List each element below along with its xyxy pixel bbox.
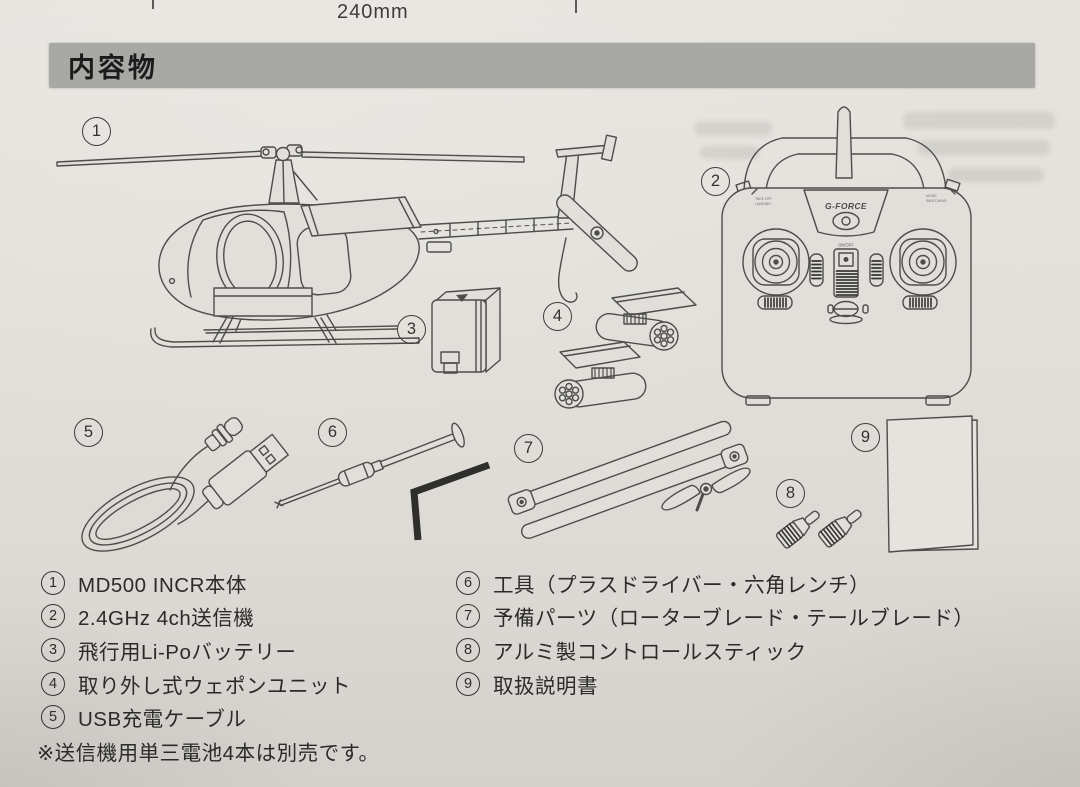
transmitter-illustration: G-FORCE TAKE OFF LANDING MODE SWITCHING: [721, 106, 972, 406]
weapon-units-illustration: [554, 287, 697, 409]
item-number-badge: 3: [41, 637, 65, 662]
transmitter-left-corner-label: LANDING: [755, 202, 771, 206]
spare-parts-illustration: [507, 420, 751, 539]
diagram-number-8: 8: [776, 479, 805, 508]
control-sticks-illustration: [775, 509, 862, 549]
tail-blade: [661, 467, 751, 512]
batteries-sold-separately-note: ※送信機用単三電池4本は別売です。: [37, 742, 380, 765]
item-number-badge: 1: [41, 570, 65, 595]
transmitter-right-corner-label: MODE: [926, 194, 937, 198]
transmitter-right-stick: [889, 228, 957, 296]
print-bleedthrough: [903, 112, 1055, 129]
transmitter-brand-label: G-FORCE: [825, 201, 867, 211]
item-number-badge: 7: [456, 604, 480, 629]
diagram-number-2: 2: [701, 167, 730, 196]
item-label: 2.4GHz 4ch送信機: [78, 607, 255, 631]
diagram-number-4: 4: [543, 302, 572, 331]
diagram-number-5: 5: [74, 418, 103, 447]
hex-wrench: [410, 461, 491, 541]
list-item: 9 取扱説明書: [456, 667, 974, 701]
item-number-badge: 4: [41, 671, 65, 696]
list-item: 2 2.4GHz 4ch送信機: [41, 600, 351, 634]
section-title: 内容物: [68, 53, 158, 83]
dimension-tick-right: [575, 0, 577, 13]
item-label: MD500 INCR本体: [78, 573, 247, 597]
item-label: 予備パーツ（ローターブレード・テールブレード）: [493, 607, 975, 631]
section-header-band: 内容物: [49, 43, 1035, 88]
item-label: 飛行用Li-Poバッテリー: [78, 640, 297, 664]
manual-booklet-illustration: [886, 415, 979, 553]
transmitter-right-corner-label: SWITCHING: [926, 199, 947, 203]
list-item: 7 予備パーツ（ローターブレード・テールブレード）: [456, 600, 974, 634]
contents-list-right: 6 工具（プラスドライバー・六角レンチ） 7 予備パーツ（ローターブレード・テー…: [456, 566, 974, 700]
diagram-number-1: 1: [82, 117, 111, 146]
transmitter-left-corner-label: TAKE OFF: [755, 197, 773, 201]
print-bleedthrough: [948, 168, 1044, 182]
list-item: 3 飛行用Li-Poバッテリー: [41, 633, 351, 667]
item-number-badge: 9: [456, 671, 480, 696]
item-number-badge: 2: [41, 604, 65, 629]
diagram-number-9: 9: [851, 423, 880, 452]
diagram-number-7: 7: [514, 434, 543, 463]
dimension-label: 240mm: [337, 1, 409, 23]
list-item: 5 USB充電ケーブル: [41, 700, 351, 734]
print-bleedthrough: [918, 140, 1050, 155]
diagram-number-6: 6: [318, 418, 347, 447]
item-label: 取扱説明書: [493, 674, 598, 698]
diagram-number-3: 3: [397, 315, 426, 344]
battery-illustration: [431, 287, 501, 374]
item-label: 取り外し式ウェポンユニット: [78, 674, 351, 698]
list-item: 4 取り外し式ウェポンユニット: [41, 667, 351, 701]
tools-illustration: [274, 422, 491, 541]
helicopter-illustration: [56, 134, 638, 348]
usb-cable-illustration: [81, 417, 289, 552]
dimension-tick-left: [152, 0, 154, 9]
contents-list-left: 1 MD500 INCR本体 2 2.4GHz 4ch送信機 3 飛行用Li-P…: [41, 566, 351, 734]
item-label: 工具（プラスドライバー・六角レンチ）: [493, 573, 871, 597]
item-number-badge: 5: [41, 705, 65, 730]
print-bleedthrough: [694, 121, 772, 136]
item-number-badge: 8: [456, 637, 480, 662]
print-bleedthrough: [700, 146, 760, 159]
transmitter-left-stick: [742, 228, 810, 296]
list-item: 1 MD500 INCR本体: [41, 566, 351, 600]
item-label: アルミ製コントロールスティック: [493, 640, 807, 664]
transmitter-power-label: ON/OFF: [838, 243, 854, 248]
screwdriver: [274, 422, 465, 509]
list-item: 6 工具（プラスドライバー・六角レンチ）: [456, 566, 974, 600]
item-number-badge: 6: [456, 570, 480, 595]
list-item: 8 アルミ製コントロールスティック: [456, 633, 974, 667]
item-label: USB充電ケーブル: [78, 708, 247, 732]
